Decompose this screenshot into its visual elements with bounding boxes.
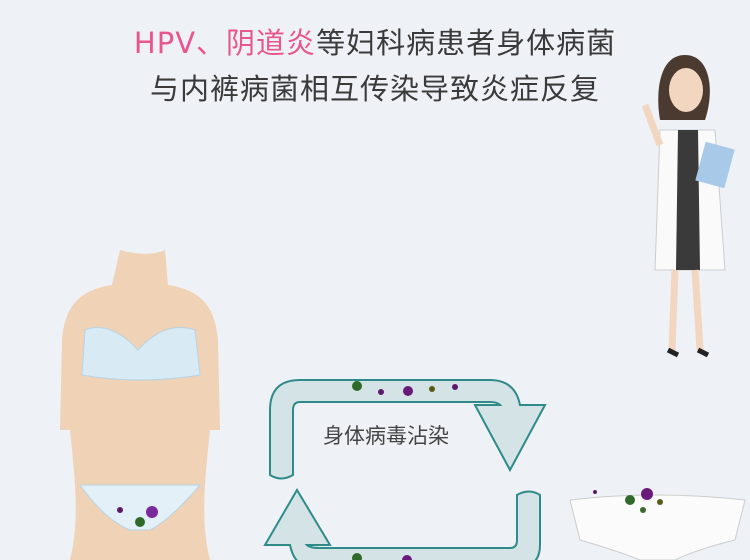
headline-line-1: HPV、阴道炎等妇科病患者身体病菌	[0, 20, 750, 62]
headline-highlight: HPV、阴道炎	[133, 26, 317, 60]
headline-line-2: 与内裤病菌相互传染导致炎症反复	[149, 72, 600, 106]
cycle-label: 身体病毒沾染	[323, 424, 449, 448]
doctor-illustration	[641, 55, 735, 358]
infection-cycle-arrows	[263, 379, 547, 560]
female-body-illustration	[60, 250, 220, 560]
underwear-illustration	[569, 488, 746, 560]
top-arrow	[269, 379, 547, 480]
headline-rest: 等妇科病患者身体病菌	[316, 26, 617, 60]
bottom-arrow	[263, 488, 541, 560]
